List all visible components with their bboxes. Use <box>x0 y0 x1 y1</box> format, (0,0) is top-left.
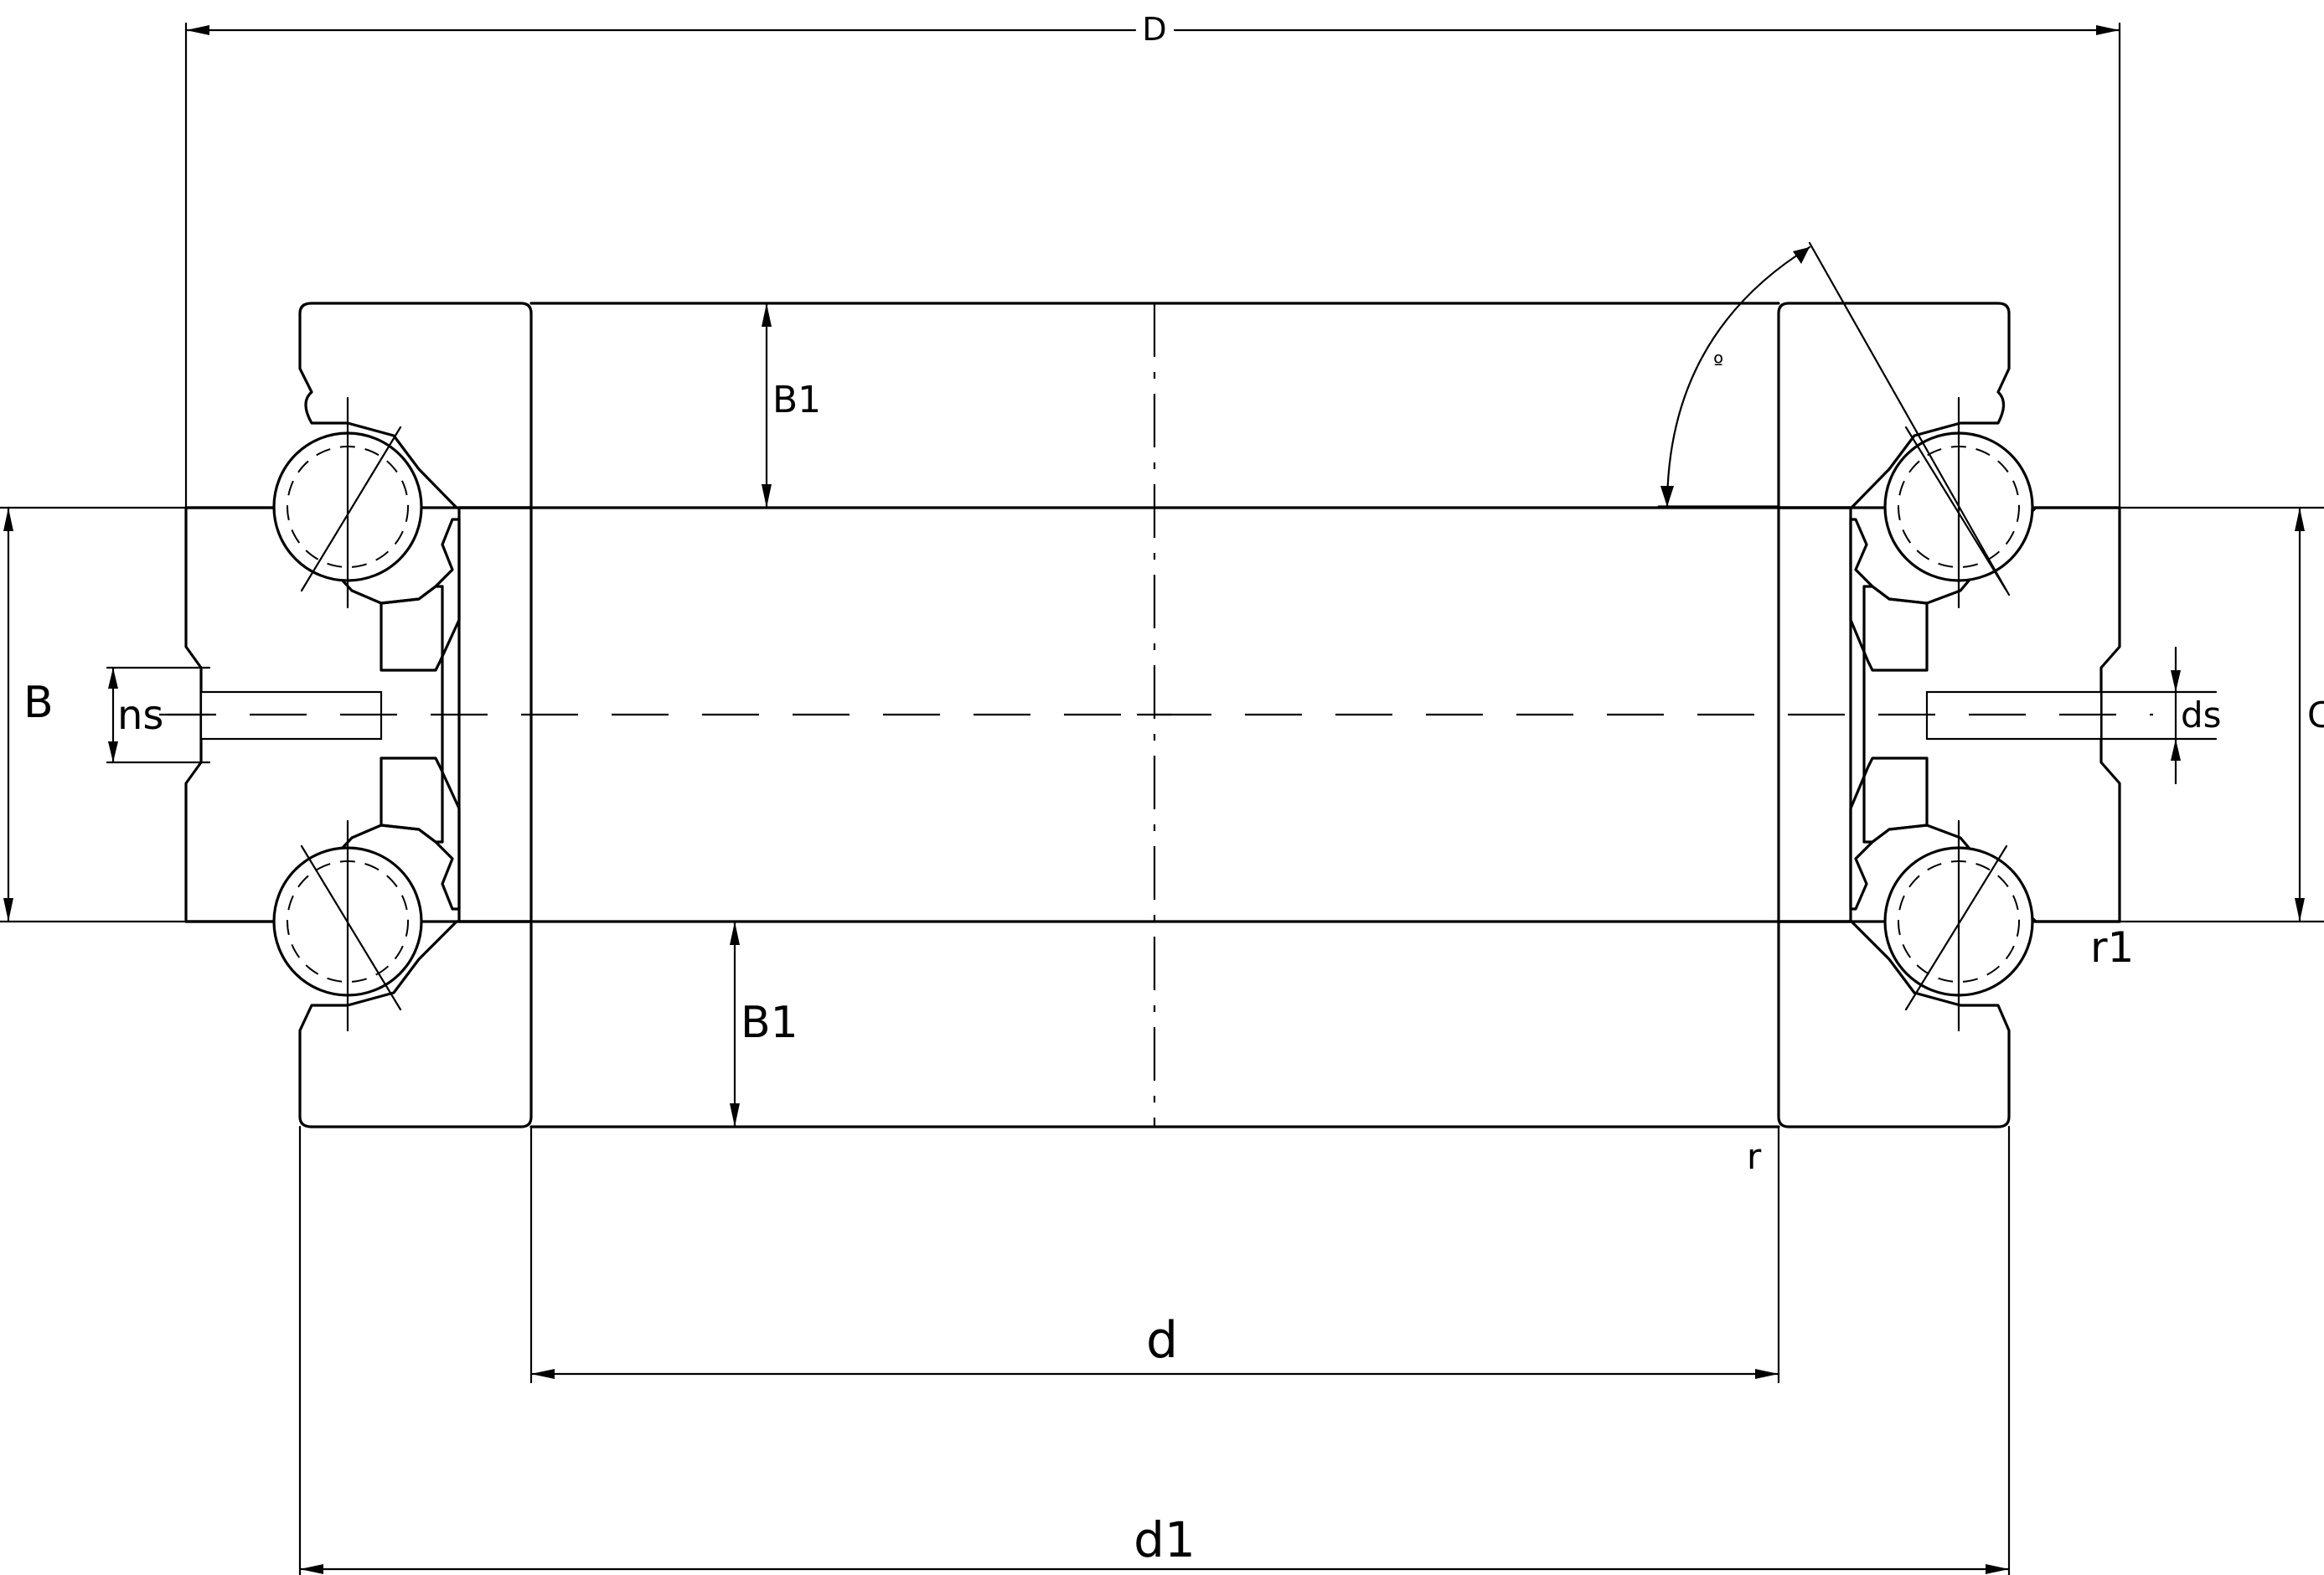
dimension-D: D <box>184 11 2121 48</box>
dimension-label-B1-top: B1 <box>772 379 821 421</box>
left-top-shaft-washer <box>298 302 533 509</box>
right-cage <box>1849 518 1929 911</box>
dimension-label-d: d <box>1146 1311 1178 1370</box>
right-bottom-shaft-washer <box>1777 920 2011 1128</box>
radius-label-r: r <box>1747 1136 1762 1177</box>
dimension-ds: ds <box>2171 646 2222 785</box>
left-bottom-shaft-washer <box>298 920 533 1128</box>
dimension-d: d <box>529 1311 1780 1379</box>
dimension-B: B <box>3 506 54 923</box>
ball-top-right <box>1883 396 2034 609</box>
radius-label-r1: r1 <box>2090 923 2134 972</box>
dimension-label-B: B <box>23 678 54 728</box>
ball-bottom-left <box>272 819 423 1032</box>
ball-top-left <box>272 396 423 609</box>
left-cage <box>380 518 461 911</box>
angle-mark-label: º <box>1713 351 1723 376</box>
dimension-d1: d1 <box>298 1511 2011 1574</box>
dimension-label-d1: d1 <box>1134 1511 1196 1568</box>
dimension-B1-top: B1 <box>762 302 821 509</box>
dimension-label-D: D <box>1142 11 1166 48</box>
contact-angle-indicator: º <box>1657 241 2011 596</box>
ball-bottom-right <box>1883 819 2034 1032</box>
dimension-label-ds: ds <box>2181 695 2222 736</box>
dimension-label-ns: ns <box>117 692 163 739</box>
right-top-shaft-washer <box>1777 302 2011 509</box>
center-lines <box>159 303 2153 1127</box>
dimension-label-B1-bottom: B1 <box>741 998 798 1048</box>
dimension-ns: ns <box>108 666 211 764</box>
right-inner-ring <box>1777 506 1852 923</box>
dimension-B1-bottom: B1 <box>730 920 798 1128</box>
dimension-C: C <box>2295 506 2324 923</box>
dimension-label-C: C <box>2307 695 2324 736</box>
